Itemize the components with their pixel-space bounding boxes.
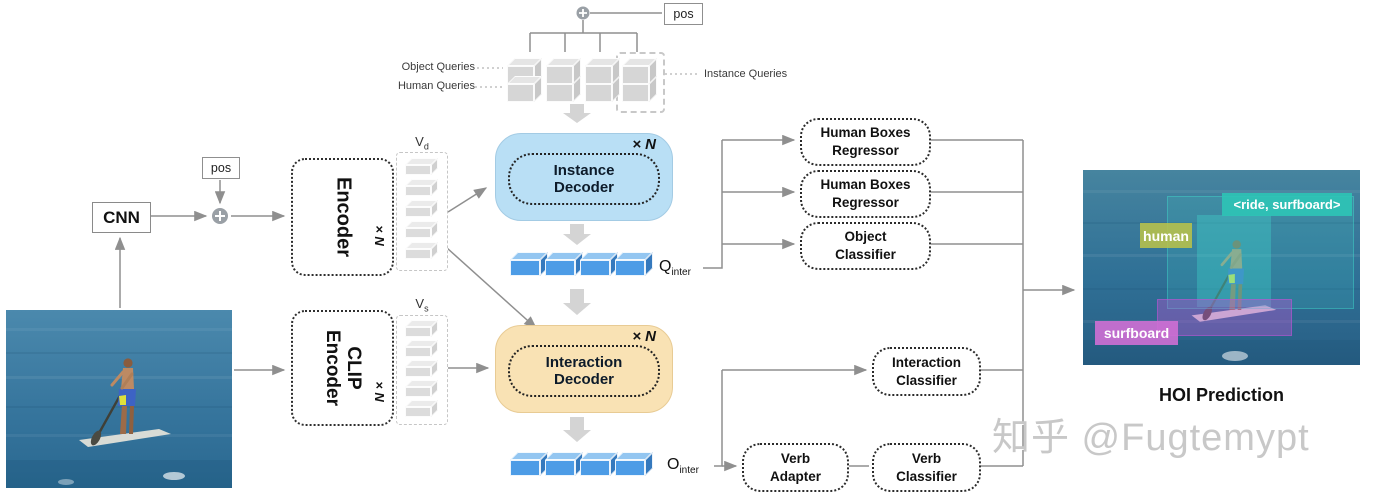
q-inter-cube	[510, 252, 548, 276]
encoder-repeat-label: × N	[372, 225, 388, 247]
q-inter-cube	[580, 252, 618, 276]
vd-label: Vd	[415, 134, 429, 152]
feature-cube	[405, 320, 438, 337]
instance-decoder-inner: Instance Decoder	[508, 153, 660, 205]
vs-label: Vs	[415, 296, 429, 314]
encoder-label: Encoder	[332, 176, 354, 258]
instance-decoder-label: Instance Decoder	[553, 162, 615, 196]
feature-cube	[405, 340, 438, 357]
o-inter-label: Ointer	[667, 456, 699, 477]
surfboard-tag: surfboard	[1095, 321, 1178, 345]
query-cube	[546, 58, 581, 84]
cnn-label: CNN	[103, 207, 140, 227]
interaction-decoder-inner: Interaction Decoder	[508, 345, 660, 397]
hoi-prediction-caption: HOI Prediction	[1158, 385, 1284, 405]
instance-queries-label: Instance Queries	[704, 68, 788, 80]
input-image	[6, 310, 232, 488]
interaction-classifier: Interaction Classifier	[872, 347, 981, 396]
human-boxes-regressor-2: Human Boxes Regressor	[800, 170, 931, 218]
feature-cube	[405, 360, 438, 377]
clip-encoder-repeat-label: × N	[372, 380, 388, 402]
feature-cube	[405, 200, 438, 217]
clip-encoder-label: CLIP Encoder	[321, 329, 364, 407]
feature-cube	[405, 400, 438, 417]
human-boxes-regressor-1: Human Boxes Regressor	[800, 118, 931, 166]
query-cube	[585, 58, 620, 84]
o-inter-cube	[580, 452, 618, 476]
interaction-decoder-label: Interaction Decoder	[545, 354, 623, 388]
feature-cube	[405, 158, 438, 175]
cnn-box: CNN	[92, 202, 151, 233]
human-bbox	[1197, 215, 1271, 307]
q-inter-cube	[615, 252, 653, 276]
surfboard-bbox	[1157, 299, 1292, 336]
instance-decoder-repeat: × N	[632, 136, 656, 153]
clip-encoder-box: CLIP Encoder × N	[291, 310, 394, 426]
query-cube	[546, 76, 581, 102]
pos-label: pos	[210, 161, 232, 175]
interaction-decoder: × N Interaction Decoder	[495, 325, 673, 413]
feature-cube	[405, 242, 438, 259]
instance-query-cube	[622, 58, 657, 84]
q-inter-label: Qinter	[659, 258, 691, 279]
encoder-box: Encoder × N	[291, 158, 394, 276]
ocean-paddleboard-photo	[6, 310, 232, 488]
pos-box-top: pos	[664, 3, 703, 25]
verb-adapter: Verb Adapter	[742, 443, 849, 492]
flow-arrow	[563, 104, 591, 442]
query-cube	[507, 76, 542, 102]
feature-cube	[405, 221, 438, 238]
instance-decoder: × N Instance Decoder	[495, 133, 673, 221]
verb-classifier: Verb Classifier	[872, 443, 981, 492]
q-inter-cube	[545, 252, 583, 276]
pos-box-left: pos	[202, 157, 240, 179]
interaction-decoder-repeat: × N	[632, 328, 656, 345]
query-cube	[585, 76, 620, 102]
instance-query-cube	[622, 76, 657, 102]
pos-label: pos	[673, 7, 694, 21]
human-queries-label: Human Queries	[397, 80, 475, 92]
o-inter-cube	[545, 452, 583, 476]
o-inter-cube	[615, 452, 653, 476]
object-queries-label: Object Queries	[401, 61, 475, 73]
add-icon	[212, 6, 590, 224]
human-tag: human	[1140, 223, 1192, 248]
watermark: 知乎 @Fugtemypt	[992, 417, 1310, 459]
feature-cube	[405, 380, 438, 397]
o-inter-cube	[510, 452, 548, 476]
feature-cube	[405, 179, 438, 196]
interaction-tag: <ride, surfboard>	[1222, 193, 1352, 216]
object-classifier: Object Classifier	[800, 222, 931, 270]
